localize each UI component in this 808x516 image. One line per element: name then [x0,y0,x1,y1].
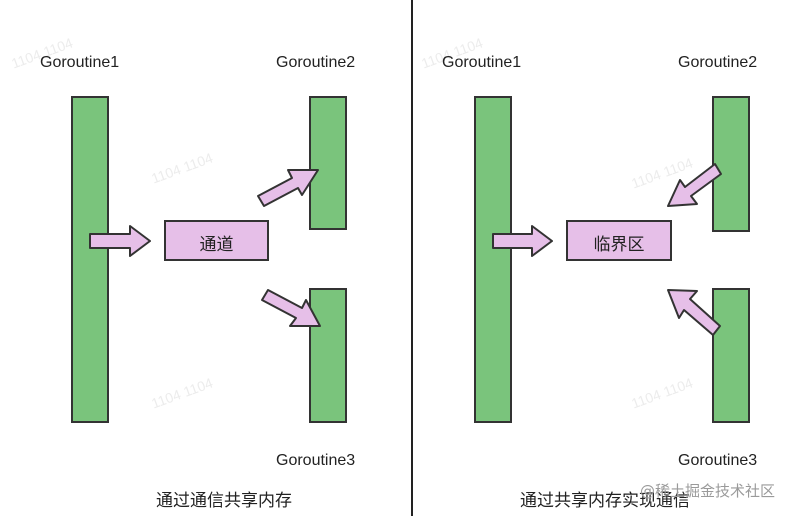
left-channel-box [164,220,269,261]
right-goroutine2-label: Goroutine2 [678,54,758,71]
left-goroutine1-label: Goroutine1 [40,54,120,71]
left-goroutine2-bar [309,96,347,230]
left-goroutine3-label: Goroutine3 [276,452,356,469]
right-goroutine3-bar [712,288,750,423]
right-goroutine1-label: Goroutine1 [442,54,522,71]
watermark-text: @稀土掘金技术社区 [640,482,776,500]
left-goroutine1-bar [71,96,109,423]
left-goroutine2-label: Goroutine2 [276,54,356,71]
right-caption: 通过共享内存实现通信 [520,491,690,511]
right-goroutine2-bar [712,96,750,232]
left-arrow-to-goroutine2 [257,169,319,207]
right-arrow-to-critical-section [492,225,553,257]
right-critical-section-label: 临界区 [593,235,645,255]
left-goroutine3-bar [309,288,347,423]
right-critical-section-box [566,220,672,261]
left-arrow-to-goroutine3 [261,289,321,327]
right-arrow-from-goroutine3 [667,289,721,336]
right-goroutine1-bar [474,96,512,423]
left-channel-label: 通道 [199,235,234,255]
right-arrow-from-goroutine2 [667,163,722,207]
right-goroutine3-label: Goroutine3 [678,452,758,469]
left-arrow-to-channel [89,225,151,257]
left-caption: 通过通信共享内存 [156,491,292,511]
